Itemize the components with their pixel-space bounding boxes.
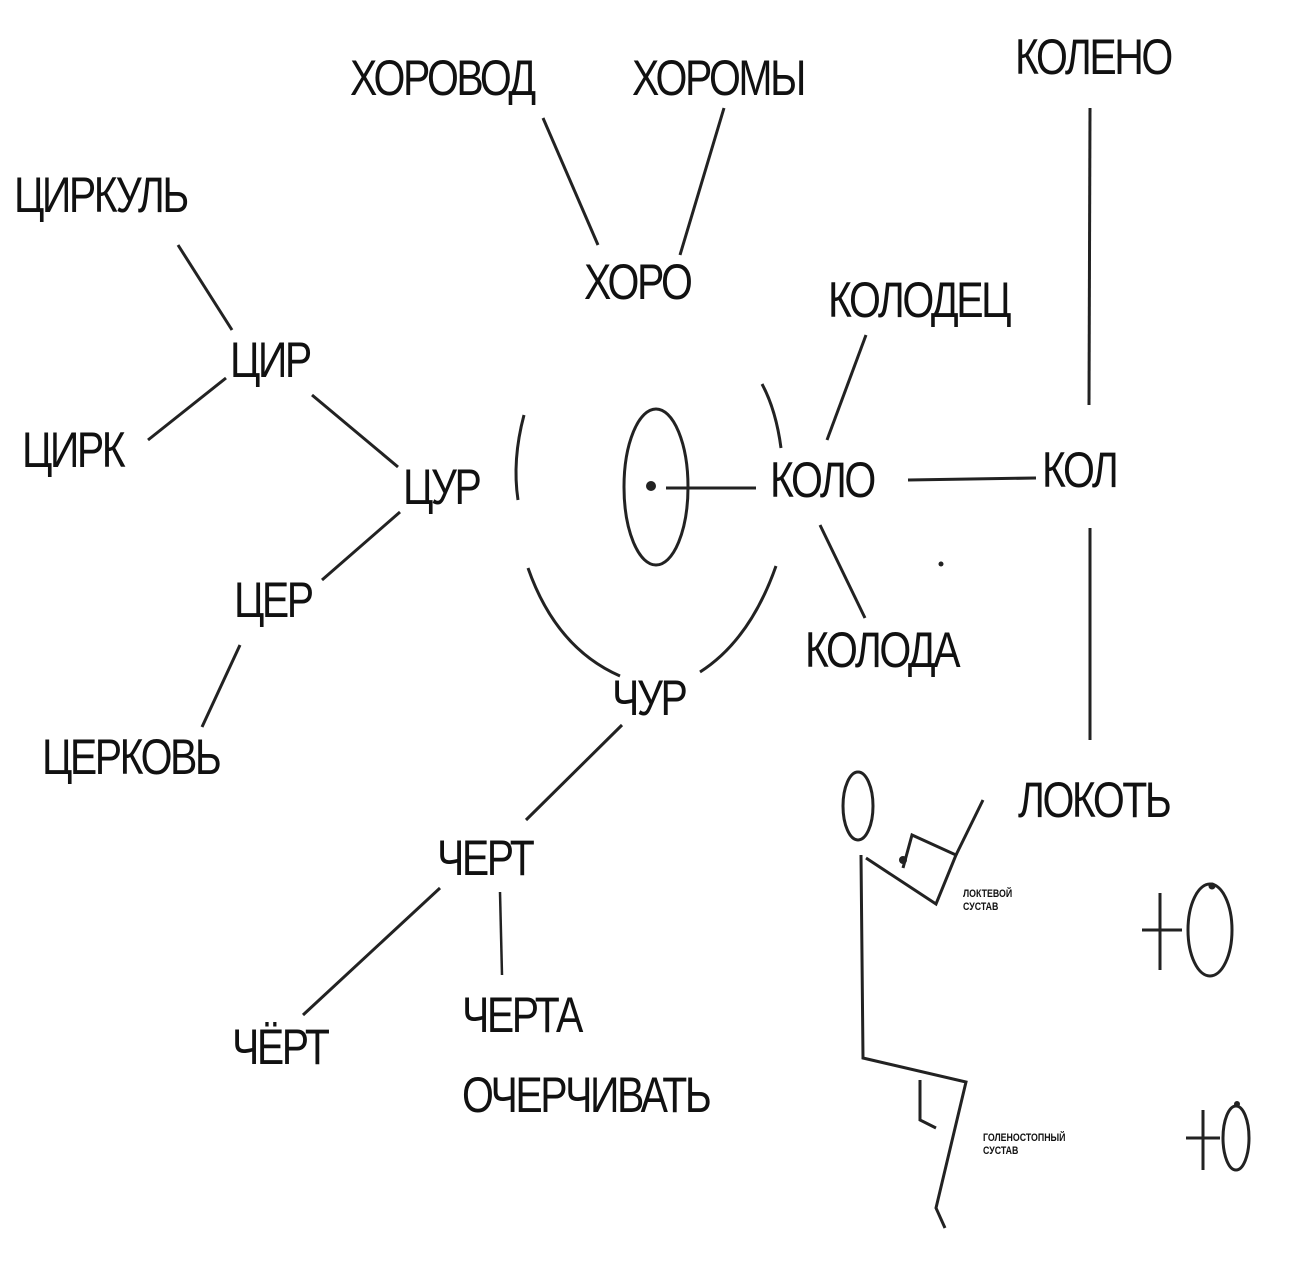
elbow-joint-note: ЛОКТЕВОЙ СУСТАВ <box>963 888 1012 914</box>
word-tser: ЦЕР <box>234 572 314 628</box>
elbow-joint-symbol <box>1142 882 1234 978</box>
word-ocherchivat: ОЧЕРЧИВАТЬ <box>462 1067 712 1123</box>
word-kolodets: КОЛОДЕЦ <box>828 272 1011 328</box>
sun-arc-left <box>514 414 526 501</box>
word-chur: ЧУР <box>612 670 688 726</box>
link-tsir-tsirk <box>147 376 227 442</box>
ankle-note-line2: СУСТАВ <box>983 1145 1019 1158</box>
word-tsur: ЦУР <box>403 459 482 515</box>
link-tsir-tsirkul <box>176 244 234 331</box>
figure-head <box>841 770 875 842</box>
word-kol: КОЛ <box>1042 442 1119 498</box>
word-khorovod: ХОРОВОД <box>350 50 536 106</box>
elbow-note-line2: СУСТАВ <box>963 901 999 914</box>
word-cherta: ЧЕРТА <box>462 987 583 1043</box>
link-kol-koleno <box>1087 107 1092 406</box>
word-tsirk: ЦИРК <box>22 422 126 478</box>
word-lokot: ЛОКОТЬ <box>1018 772 1172 828</box>
word-tsirkul: ЦИРКУЛЬ <box>14 167 189 223</box>
link-chert-cherta <box>498 891 504 976</box>
word-khoro: ХОРО <box>584 254 693 310</box>
figure-body-leg <box>859 854 968 1229</box>
word-kolo: КОЛО <box>770 452 876 508</box>
ankle-note-line1: ГОЛЕНОСТОПНЫЙ <box>983 1132 1066 1144</box>
word-khoromy: ХОРОМЫ <box>632 50 806 106</box>
word-koleno: КОЛЕНО <box>1015 29 1173 85</box>
word-tsir: ЦИР <box>230 332 312 388</box>
sun-arc-bottom <box>526 565 778 678</box>
word-koloda: КОЛОДА <box>805 622 961 678</box>
link-tsur-tser <box>321 510 401 582</box>
elbow-note-line1: ЛОКТЕВОЙ <box>963 888 1013 900</box>
word-chyort: ЧЁРТ <box>232 1019 330 1075</box>
link-khoro-khorovod <box>541 117 600 246</box>
link-chur-chert <box>524 723 624 822</box>
sun-arc-right <box>760 383 783 449</box>
link-khoro-khoromy <box>678 107 726 256</box>
link-kolo-koloda <box>818 524 867 619</box>
center-dot <box>646 481 656 491</box>
link-lokot-elbow <box>954 799 985 856</box>
link-kolo-kol <box>907 476 1037 482</box>
word-chert: ЧЕРТ <box>437 830 535 886</box>
ankle-joint-symbol <box>1186 1101 1251 1172</box>
figure-knee-mark <box>918 1080 937 1130</box>
link-kolo-kolodets <box>825 334 868 441</box>
link-tsir-tsur <box>311 393 399 469</box>
stray-dot <box>938 561 944 567</box>
link-chert-chyort <box>301 886 442 1017</box>
link-tser-tserkov <box>200 644 242 728</box>
ankle-joint-note: ГОЛЕНОСТОПНЫЙ СУСТАВ <box>983 1132 1066 1158</box>
elbow-joint-dot <box>899 856 907 864</box>
figure-arm <box>865 832 958 907</box>
word-tserkov: ЦЕРКОВЬ <box>42 729 222 785</box>
